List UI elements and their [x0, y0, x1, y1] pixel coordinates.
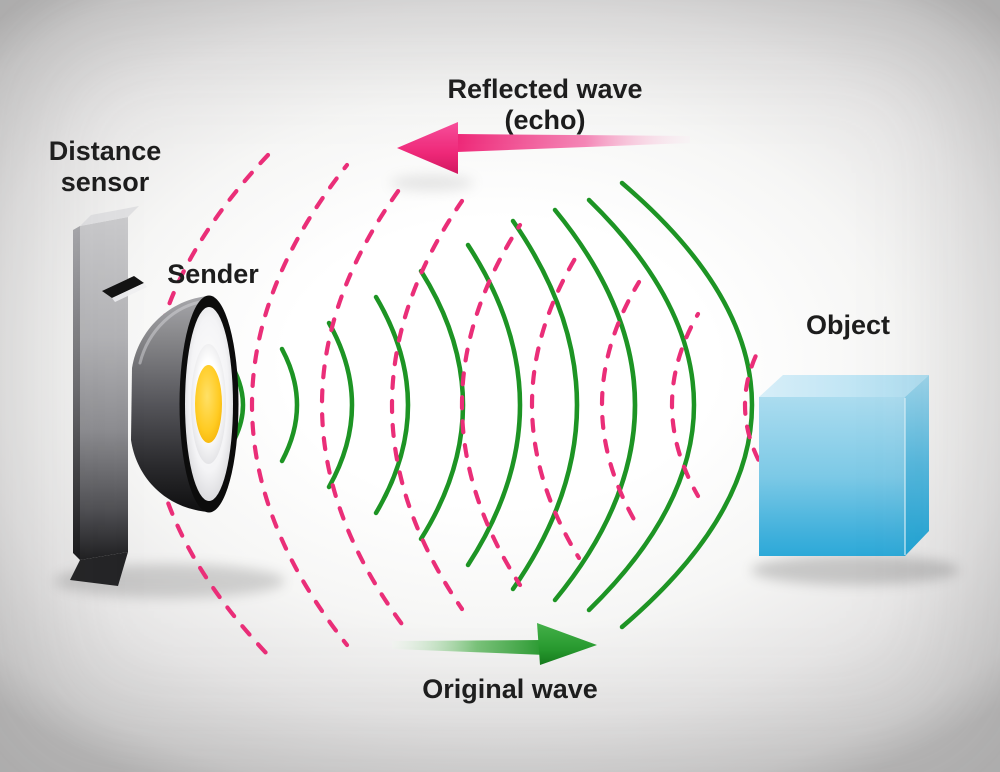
original-wavefront-arc [619, 180, 755, 630]
object-label: Object [805, 310, 891, 340]
reflected-arrow-body [457, 134, 690, 152]
original-wavefront-arc [465, 242, 523, 568]
reflected-wavefront-arc [249, 162, 350, 648]
distance-sensor-label: Distance sensor [10, 136, 200, 198]
post-bottom-face [70, 552, 128, 586]
post-front-face [80, 217, 128, 560]
cube-right-face [905, 375, 929, 556]
original-wavefronts [232, 180, 755, 630]
reflected-wave-label: Reflected wave (echo) [370, 74, 720, 136]
cube-top-face [759, 375, 929, 397]
arrowhead-shadow [390, 175, 474, 191]
original-wavefront-arc [418, 268, 466, 542]
reflected-wavefront-arc [460, 222, 523, 588]
reflected-wave-label-line2: (echo) [504, 105, 586, 135]
original-wavefront-arc [510, 218, 580, 592]
reflected-wave-label-line1: Reflected wave [447, 74, 643, 104]
original-wave-label: Original wave [422, 674, 598, 704]
original-wavefront-arc [279, 346, 300, 464]
driver-yellow [195, 365, 222, 443]
original-wave-arrow [392, 623, 597, 665]
distance-sensor-post [70, 206, 147, 586]
original-wavefront-arc [586, 197, 697, 613]
reflected-wavefront-arc [670, 311, 701, 499]
reflected-wavefront-arc [600, 279, 642, 531]
original-arrow-head [537, 623, 597, 665]
reflected-wavefront-arc [389, 198, 465, 612]
reflected-wavefront-arc [743, 346, 762, 464]
sender-label: Sender [167, 259, 259, 289]
reflected-wavefronts [147, 152, 762, 658]
post-top-face [80, 206, 139, 226]
object-shadow [751, 555, 959, 585]
original-wavefront-arc [552, 207, 638, 603]
original-arrow-body [392, 640, 546, 655]
post-left-face [73, 226, 80, 560]
reflected-wavefront-arc [530, 249, 582, 561]
distance-sensor-label-line2: sensor [60, 167, 150, 197]
sender-speaker [131, 295, 239, 513]
horn-top-highlight [138, 299, 208, 365]
post-slot [102, 276, 144, 298]
cube-front-face [759, 397, 905, 556]
original-wavefront-arc [373, 294, 411, 516]
reflected-arrow-head [397, 122, 458, 174]
reflected-wave-arrow [397, 122, 690, 174]
distance-sensor-label-line1: Distance [48, 136, 162, 166]
original-wavefront-arc [326, 320, 355, 490]
object-cube [759, 375, 929, 556]
post-slot-highlight [112, 283, 147, 302]
